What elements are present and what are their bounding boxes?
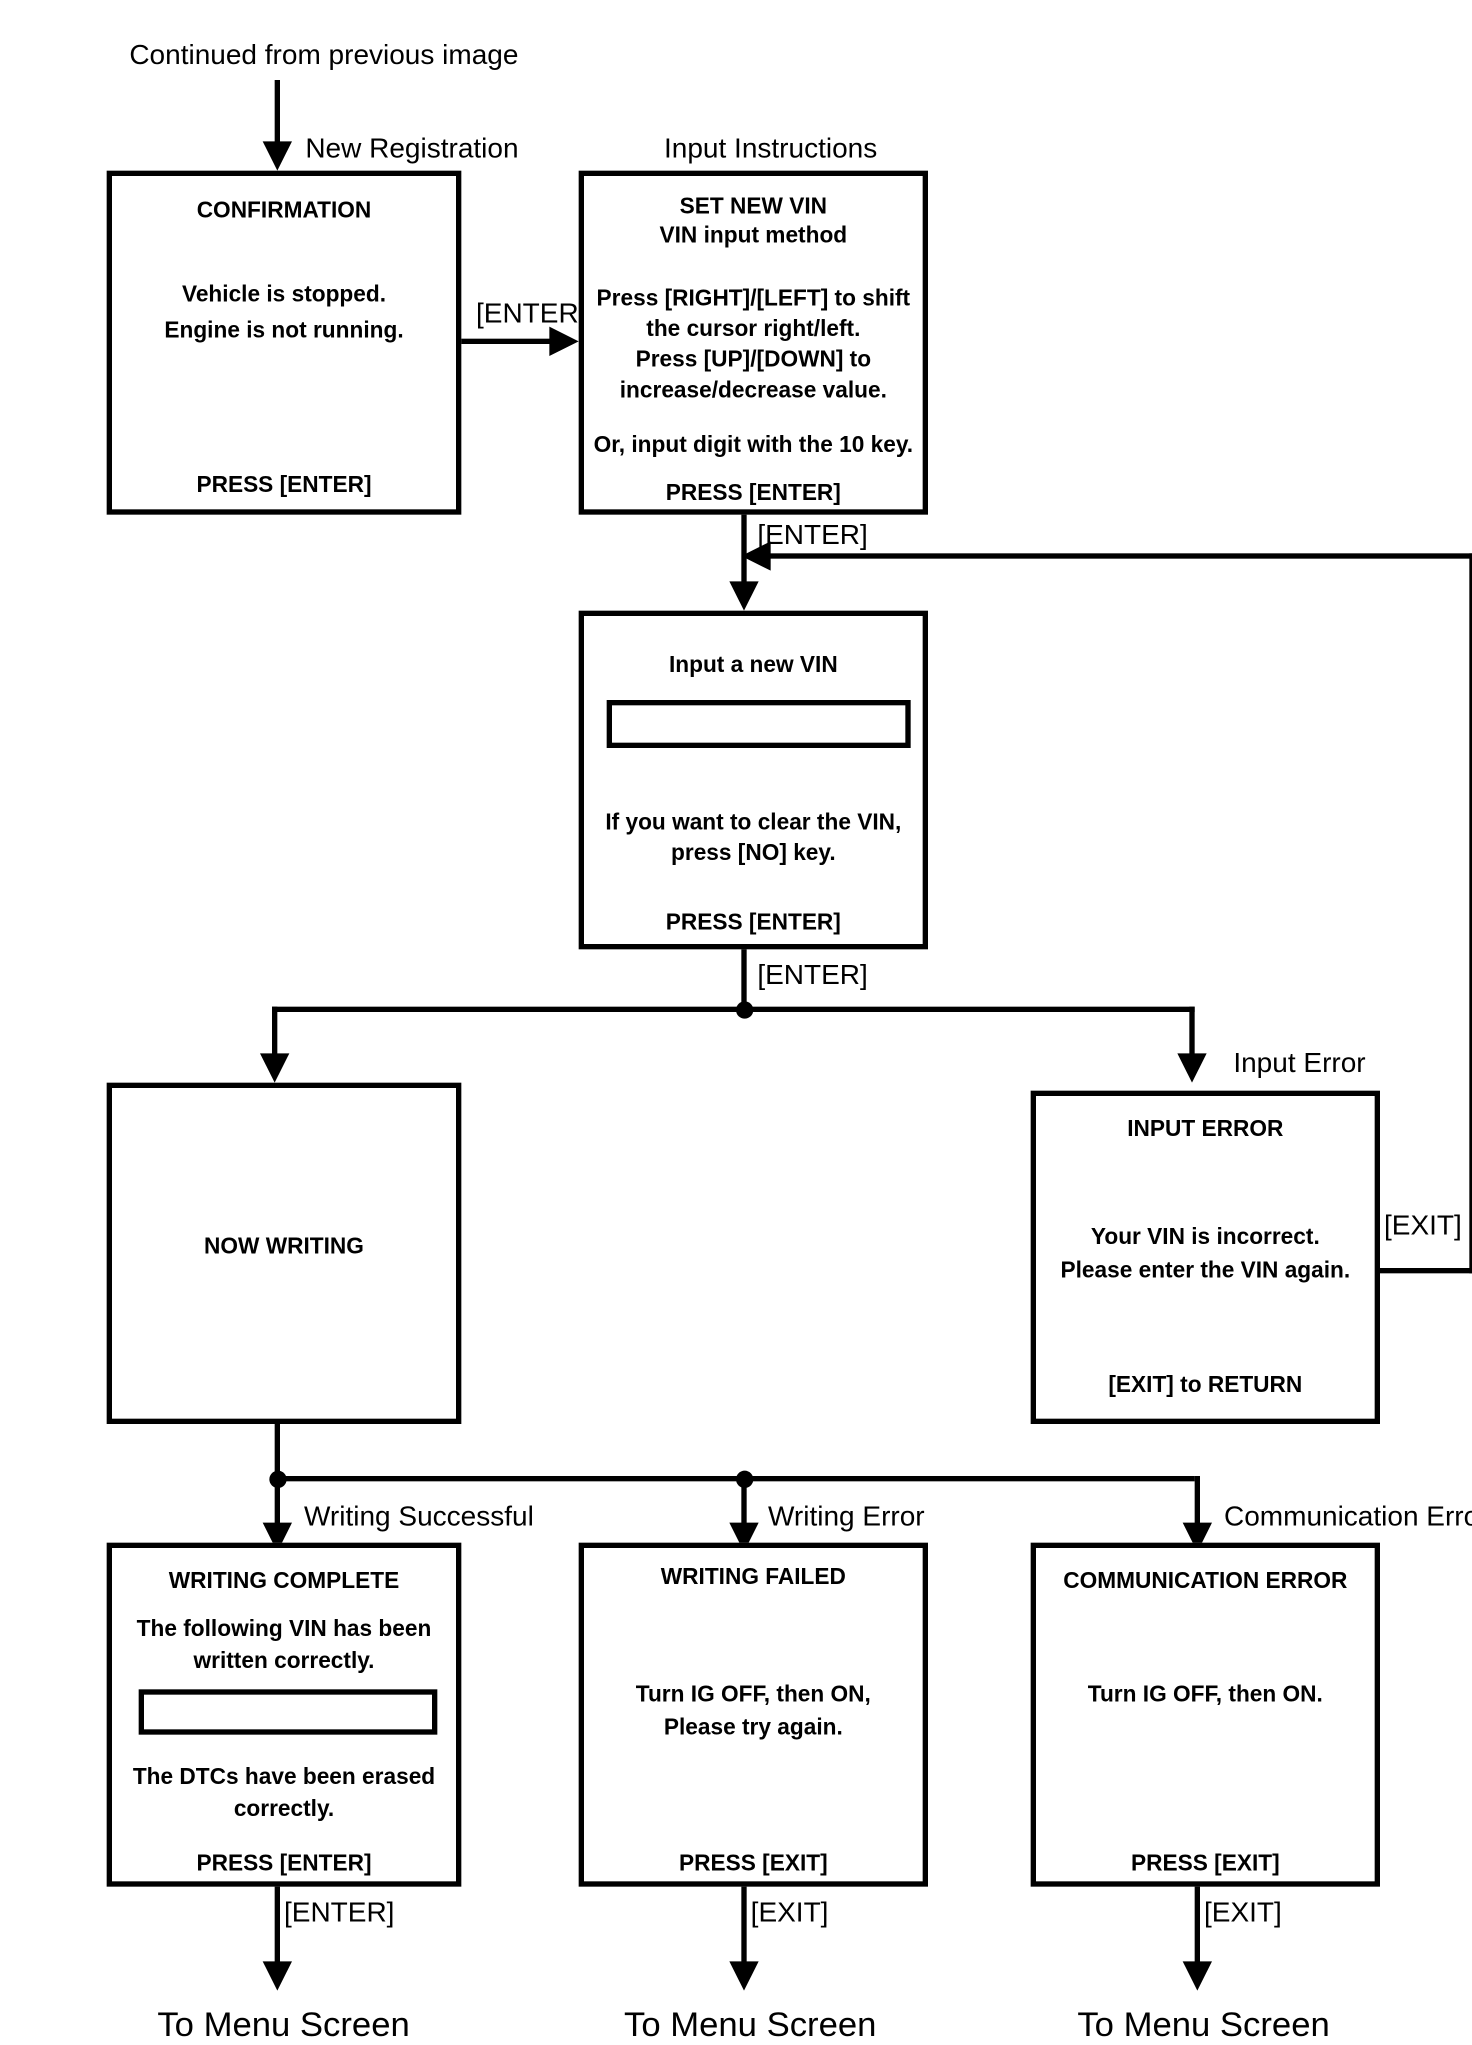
communication-error-footer: PRESS [EXIT] xyxy=(1131,1850,1280,1876)
set-new-vin-line-5: Or, input digit with the 10 key. xyxy=(593,432,914,458)
vin-input-field[interactable] xyxy=(606,700,911,748)
edge-label-confirm-to-setvin: [ENTER] xyxy=(476,298,587,330)
edge-label-input-to-branch: [ENTER] xyxy=(757,960,868,991)
writing-complete-line-1: The following VIN has been xyxy=(136,1616,432,1642)
terminal-menu-left: To Menu Screen xyxy=(157,2004,410,2044)
input-new-vin-line-1: If you want to clear the VIN, xyxy=(605,809,902,835)
writing-failed-line-2: Please try again. xyxy=(663,1714,843,1740)
screen-input-error: INPUT ERROR Your VIN is incorrect. Pleas… xyxy=(1030,1090,1380,1424)
input-new-vin-footer: PRESS [ENTER] xyxy=(665,909,841,935)
writing-complete-line-3: The DTCs have been erased xyxy=(132,1764,436,1790)
exit-arrow-comm xyxy=(1182,1961,1212,1991)
edge-label-failed-to-menu: [EXIT] xyxy=(750,1897,829,1928)
branch-right-drop-line xyxy=(1189,1006,1195,1068)
set-new-vin-header-1: SET NEW VIN xyxy=(679,193,827,219)
screen-writing-failed: WRITING FAILED Turn IG OFF, then ON, Ple… xyxy=(578,1542,928,1887)
set-new-vin-line-3: Press [UP]/[DOWN] to xyxy=(635,346,872,372)
writing-failed-footer: PRESS [EXIT] xyxy=(679,1850,828,1876)
set-new-vin-footer: PRESS [ENTER] xyxy=(665,480,841,506)
caption-input-instructions: Input Instructions xyxy=(664,133,878,164)
exit-line-failed xyxy=(741,1886,747,1970)
branch-stem-line xyxy=(741,949,747,1011)
communication-error-line-1: Turn IG OFF, then ON. xyxy=(1087,1681,1323,1707)
input-new-vin-line-2: press [NO] key. xyxy=(671,840,836,866)
writing-bus-line xyxy=(274,1476,1195,1482)
branch-right-arrowhead xyxy=(1177,1053,1207,1083)
set-new-vin-header-2: VIN input method xyxy=(659,222,848,248)
screen-input-new-vin: Input a new VIN If you want to clear the… xyxy=(578,610,928,950)
terminal-menu-mid: To Menu Screen xyxy=(624,2004,877,2044)
edge-arrow-setvin-to-input xyxy=(729,581,759,611)
input-error-line-1: Your VIN is incorrect. xyxy=(1090,1224,1320,1250)
exit-line-complete xyxy=(274,1886,280,1970)
edge-label-communication-error: Communication Error xyxy=(1224,1501,1472,1532)
screen-set-new-vin: SET NEW VIN VIN input method Press [RIGH… xyxy=(578,170,928,515)
edge-label-writing-error: Writing Error xyxy=(768,1501,925,1532)
edge-line-confirm-to-setvin xyxy=(461,338,563,344)
edge-arrow-confirm-to-setvin xyxy=(549,326,579,356)
screen-writing-complete: WRITING COMPLETE The following VIN has b… xyxy=(106,1542,462,1887)
screen-now-writing: NOW WRITING xyxy=(106,1082,462,1424)
caption-input-error: Input Error xyxy=(1233,1048,1366,1079)
exit-arrow-complete xyxy=(262,1961,292,1991)
writing-failed-line-1: Turn IG OFF, then ON, xyxy=(635,1681,871,1707)
writing-complete-line-2: written correctly. xyxy=(193,1648,375,1674)
confirmation-line-1: Vehicle is stopped. xyxy=(181,281,387,307)
continued-from-previous-label: Continued from previous image xyxy=(129,40,519,71)
set-new-vin-line-2: the cursor right/left. xyxy=(646,316,861,342)
screen-communication-error: COMMUNICATION ERROR Turn IG OFF, then ON… xyxy=(1030,1542,1380,1887)
drop-writing-failed-line xyxy=(741,1476,747,1538)
confirmation-footer: PRESS [ENTER] xyxy=(196,472,372,498)
screen-confirmation: CONFIRMATION Vehicle is stopped. Engine … xyxy=(106,170,462,515)
confirmation-header: CONFIRMATION xyxy=(196,197,372,223)
edge-label-comm-to-menu: [EXIT] xyxy=(1204,1897,1282,1928)
exit-loop-bottom-line xyxy=(1380,1268,1472,1274)
exit-loop-top-line xyxy=(760,553,1472,559)
input-error-header: INPUT ERROR xyxy=(1127,1116,1284,1142)
set-new-vin-line-1: Press [RIGHT]/[LEFT] to shift xyxy=(596,285,911,311)
writing-failed-header: WRITING FAILED xyxy=(660,1564,846,1590)
exit-loop-right-line xyxy=(1469,553,1472,1274)
edge-label-setvin-to-input: [ENTER] xyxy=(757,520,868,551)
input-error-footer: [EXIT] to RETURN xyxy=(1108,1372,1303,1398)
set-new-vin-line-4: increase/decrease value. xyxy=(619,377,887,403)
exit-line-comm xyxy=(1194,1886,1200,1970)
branch-left-arrowhead xyxy=(260,1053,290,1083)
writing-bus-stem-line xyxy=(274,1424,280,1480)
input-error-line-2: Please enter the VIN again. xyxy=(1060,1257,1351,1283)
branch-bus-line xyxy=(272,1006,1195,1012)
edge-label-exit-loop: [EXIT] xyxy=(1384,1210,1462,1242)
writing-complete-vin-field xyxy=(138,1689,438,1735)
exit-arrow-failed xyxy=(729,1961,759,1991)
caption-new-registration: New Registration xyxy=(305,133,519,164)
drop-writing-complete-line xyxy=(274,1476,280,1538)
edge-label-writing-successful: Writing Successful xyxy=(304,1501,534,1532)
communication-error-header: COMMUNICATION ERROR xyxy=(1063,1568,1348,1594)
terminal-menu-right: To Menu Screen xyxy=(1077,2004,1330,2044)
edge-label-complete-to-menu: [ENTER] xyxy=(284,1897,395,1928)
writing-complete-footer: PRESS [ENTER] xyxy=(196,1850,372,1876)
writing-complete-header: WRITING COMPLETE xyxy=(168,1568,400,1594)
writing-complete-line-4: correctly. xyxy=(233,1796,335,1822)
flowchart-canvas: Continued from previous image New Regist… xyxy=(106,40,1472,2044)
now-writing-header: NOW WRITING xyxy=(204,1233,364,1259)
entry-connector-line xyxy=(274,80,280,147)
confirmation-line-2: Engine is not running. xyxy=(164,317,404,343)
input-new-vin-header: Input a new VIN xyxy=(668,652,838,678)
drop-communication-error-line xyxy=(1194,1476,1200,1538)
entry-arrowhead xyxy=(262,141,292,171)
exit-loop-arrowhead xyxy=(741,541,771,571)
branch-left-drop-line xyxy=(272,1006,278,1068)
